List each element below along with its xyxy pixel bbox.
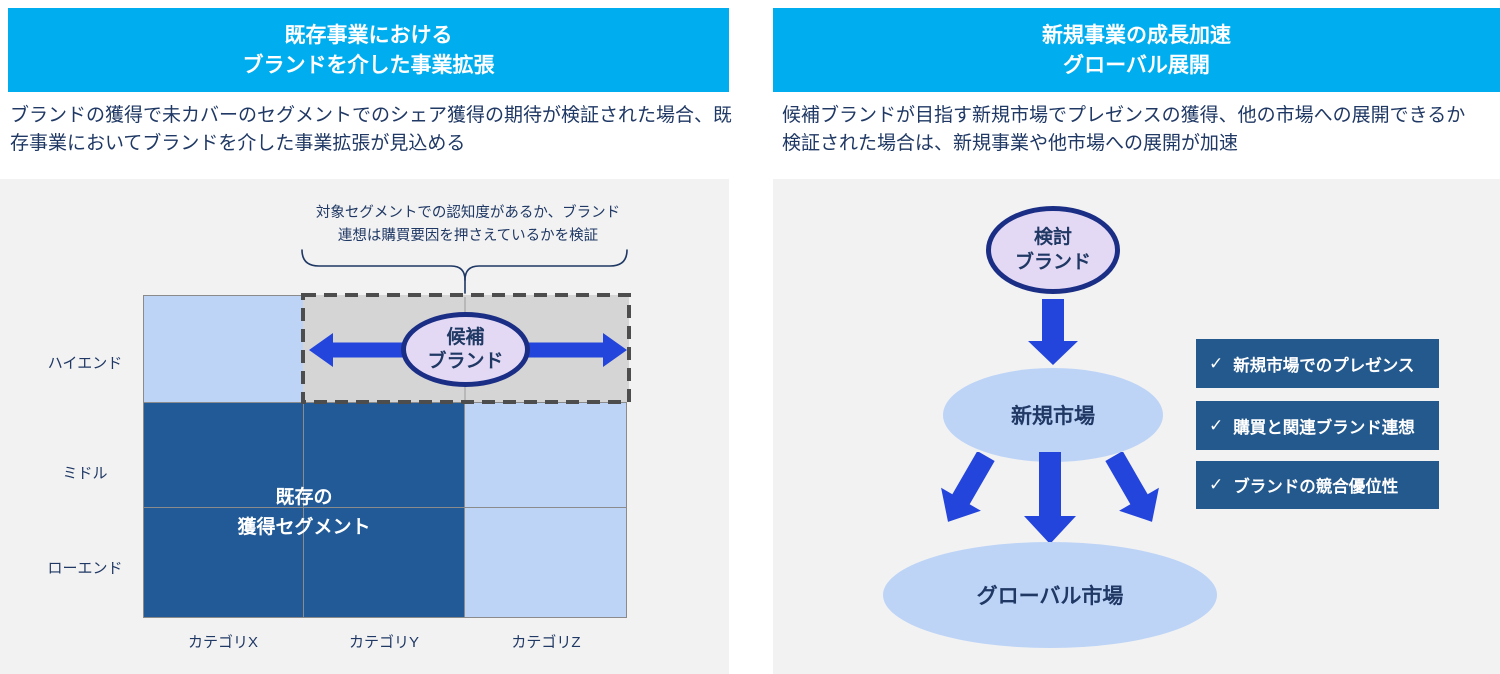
col-label-category-x: カテゴリX [187,634,258,651]
existing-segment-line2: 獲得セグメント [237,517,371,538]
validation-annotation-line2: 連想は購買要因を押さえているかを検証 [337,228,599,244]
left-header: 既存事業における ブランドを介した事業拡張 [8,8,729,92]
row-label-lowend: ローエンド [47,560,123,577]
left-header-line1: 既存事業における [284,24,453,47]
right-subtitle: 候補ブランドが目指す新規市場でプレゼンスの獲得、他の市場への展開できるか検証され… [782,105,1466,154]
validation-annotation: 対象セグメントでの認知度があるか、ブランド 連想は購買要因を押さえているかを検証 [287,202,649,248]
new-market-ellipse: 新規市場 [943,368,1163,462]
checklist-label: ブランドの競合優位性 [1233,478,1399,496]
matrix-cell-middle-z [465,403,626,508]
left-subtitle: ブランドの獲得で未カバーのセグメントでのシェア獲得の期待が検証された場合、既存事… [10,105,733,154]
fan-arrow-right [1105,452,1159,522]
fan-arrow-left [941,452,995,522]
validation-annotation-line1: 対象セグメントでの認知度があるか、ブランド [315,205,621,221]
considered-brand-line1: 検討 [1033,227,1072,248]
right-header: 新規事業の成長加速 グローバル展開 [773,8,1500,92]
existing-segment-label: 既存の 獲得セグメント [143,483,465,543]
global-market-ellipse: グローバル市場 [883,542,1217,648]
col-label-category-y: カテゴリY [348,634,419,651]
matrix-cell-lowend-z [465,508,626,617]
brace-shape [301,249,628,294]
down-arrow [1028,299,1078,365]
checkmark-icon: ✓ [1209,353,1224,373]
fan-arrows [941,452,1159,544]
checklist-item-association: ✓ 購買と関連ブランド連想 [1196,401,1439,450]
considered-brand-line2: ブランド [1014,252,1091,273]
checklist-item-presence: ✓ 新規市場でのプレゼンス [1196,339,1439,388]
matrix-cell-lowend-y [304,508,465,617]
candidate-brand-ellipse: 候補 ブランド [401,312,530,387]
candidate-brand-line1: 候補 [446,326,485,348]
candidate-brand-line2: ブランド [427,350,504,372]
considered-brand-ellipse: 検討 ブランド [986,206,1120,294]
checklist-label: 新規市場でのプレゼンス [1233,356,1415,375]
left-header-line2: ブランドを介した事業拡張 [242,54,495,77]
row-label-highend: ハイエンド [47,355,123,372]
checkmark-icon: ✓ [1209,475,1224,494]
matrix-cell-highend-x [144,296,304,403]
checkmark-icon: ✓ [1209,415,1224,435]
matrix-cell-lowend-x [144,508,304,617]
fan-arrow-center [1024,452,1076,544]
checklist-item-advantage: ✓ ブランドの競合優位性 [1196,461,1439,509]
right-header-line1: 新規事業の成長加速 [1042,24,1231,47]
matrix-cell-middle-y [304,403,465,508]
existing-segment-line1: 既存の [275,487,333,508]
checklist-label: 購買と関連ブランド連想 [1233,418,1415,437]
row-label-middle: ミドル [62,465,108,482]
matrix-cell-middle-x [144,403,304,508]
col-label-category-z: カテゴリZ [511,634,581,651]
right-header-line2: グローバル展開 [1063,54,1210,77]
